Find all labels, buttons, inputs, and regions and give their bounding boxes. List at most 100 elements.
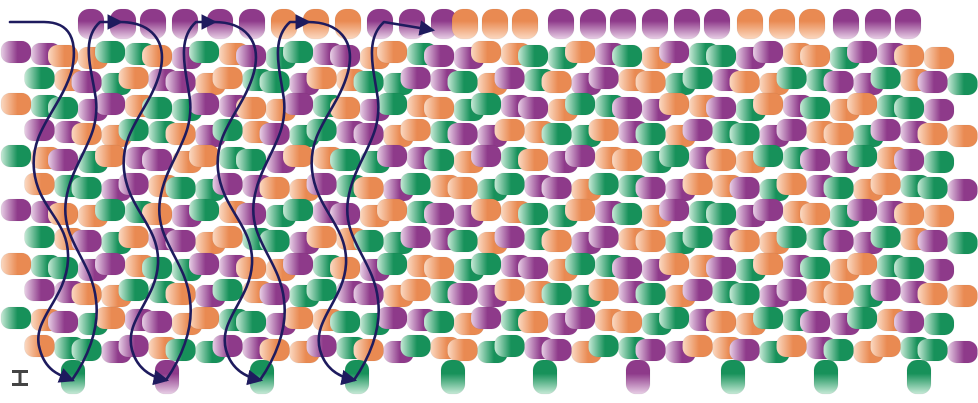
orange-bead: [798, 8, 826, 40]
green-bead: [917, 338, 948, 362]
green-bead: [447, 229, 478, 253]
orange-bead: [353, 176, 384, 200]
orange-bead: [823, 282, 854, 306]
orange-bead: [188, 144, 220, 168]
purple-bead: [400, 66, 431, 90]
beads-layer: [0, 8, 978, 395]
green-bead: [799, 96, 831, 120]
orange-bead: [212, 225, 243, 249]
purple-bead: [864, 8, 892, 40]
orange-bead: [729, 70, 760, 94]
orange-bead: [917, 122, 948, 146]
thread-path-segment: [306, 20, 358, 386]
orange-bead: [494, 278, 525, 302]
green-bead: [729, 122, 760, 146]
green-bead: [188, 198, 220, 222]
purple-bead: [447, 282, 478, 306]
orange-bead: [259, 176, 290, 200]
thread-path-segment: [118, 20, 170, 386]
orange-bead: [923, 46, 955, 70]
thread-path-segment: [345, 20, 436, 382]
green-bead: [259, 229, 290, 253]
orange-bead: [846, 252, 878, 276]
orange-bead: [282, 306, 314, 330]
green-bead: [470, 252, 502, 276]
purple-bead: [823, 70, 854, 94]
green-bead: [705, 44, 737, 68]
purple-bead: [658, 198, 690, 222]
purple-bead: [823, 229, 854, 253]
purple-bead: [923, 258, 955, 282]
thread-path-layer: [8, 14, 436, 386]
green-bead: [541, 122, 572, 146]
orange-bead: [752, 92, 784, 116]
green-bead: [823, 338, 854, 362]
green-bead: [720, 359, 746, 395]
green-bead: [376, 92, 408, 116]
orange-bead: [658, 252, 690, 276]
green-bead: [923, 150, 955, 174]
green-bead: [517, 44, 549, 68]
purple-bead: [917, 70, 948, 94]
orange-bead: [212, 66, 243, 90]
orange-bead: [470, 198, 502, 222]
orange-bead: [705, 310, 737, 334]
green-bead: [917, 176, 948, 200]
purple-bead: [24, 278, 55, 302]
purple-bead: [118, 172, 149, 196]
purple-bead: [635, 176, 666, 200]
orange-bead: [235, 96, 267, 120]
purple-bead: [376, 144, 408, 168]
start-marker-layer: [12, 370, 28, 386]
purple-bead: [141, 310, 173, 334]
green-bead: [259, 70, 290, 94]
purple-bead: [705, 256, 737, 280]
purple-bead: [893, 310, 925, 334]
purple-bead: [541, 338, 572, 362]
purple-bead: [94, 252, 126, 276]
purple-bead: [238, 8, 266, 40]
purple-bead: [141, 148, 173, 172]
green-bead: [517, 202, 549, 226]
orange-bead: [494, 118, 525, 142]
orange-bead: [736, 8, 764, 40]
orange-bead: [541, 70, 572, 94]
green-bead: [423, 148, 455, 172]
purple-bead: [635, 338, 666, 362]
green-bead: [0, 144, 32, 168]
green-bead: [870, 225, 901, 249]
orange-bead: [481, 8, 509, 40]
green-bead: [329, 148, 361, 172]
orange-bead: [752, 252, 784, 276]
orange-bead: [799, 202, 831, 226]
purple-bead: [517, 256, 549, 280]
orange-bead: [423, 256, 455, 280]
orange-bead: [282, 144, 314, 168]
green-bead: [165, 176, 196, 200]
green-bead: [658, 144, 690, 168]
orange-bead: [893, 202, 925, 226]
orange-bead: [846, 92, 878, 116]
orange-bead: [141, 44, 173, 68]
green-bead: [376, 252, 408, 276]
green-bead: [306, 118, 337, 142]
purple-bead: [776, 278, 807, 302]
purple-bead: [673, 8, 701, 40]
purple-bead: [870, 118, 901, 142]
purple-bead: [494, 225, 525, 249]
purple-bead: [917, 229, 948, 253]
i-beam-icon: [12, 370, 28, 386]
thread-path-segment: [8, 20, 76, 383]
green-bead: [235, 148, 267, 172]
green-bead: [611, 202, 643, 226]
green-bead: [705, 202, 737, 226]
orange-bead: [259, 338, 290, 362]
purple-bead: [306, 172, 337, 196]
orange-bead: [451, 8, 479, 40]
purple-bead: [870, 278, 901, 302]
orange-bead: [306, 66, 337, 90]
green-bead: [635, 122, 666, 146]
green-bead: [141, 96, 173, 120]
